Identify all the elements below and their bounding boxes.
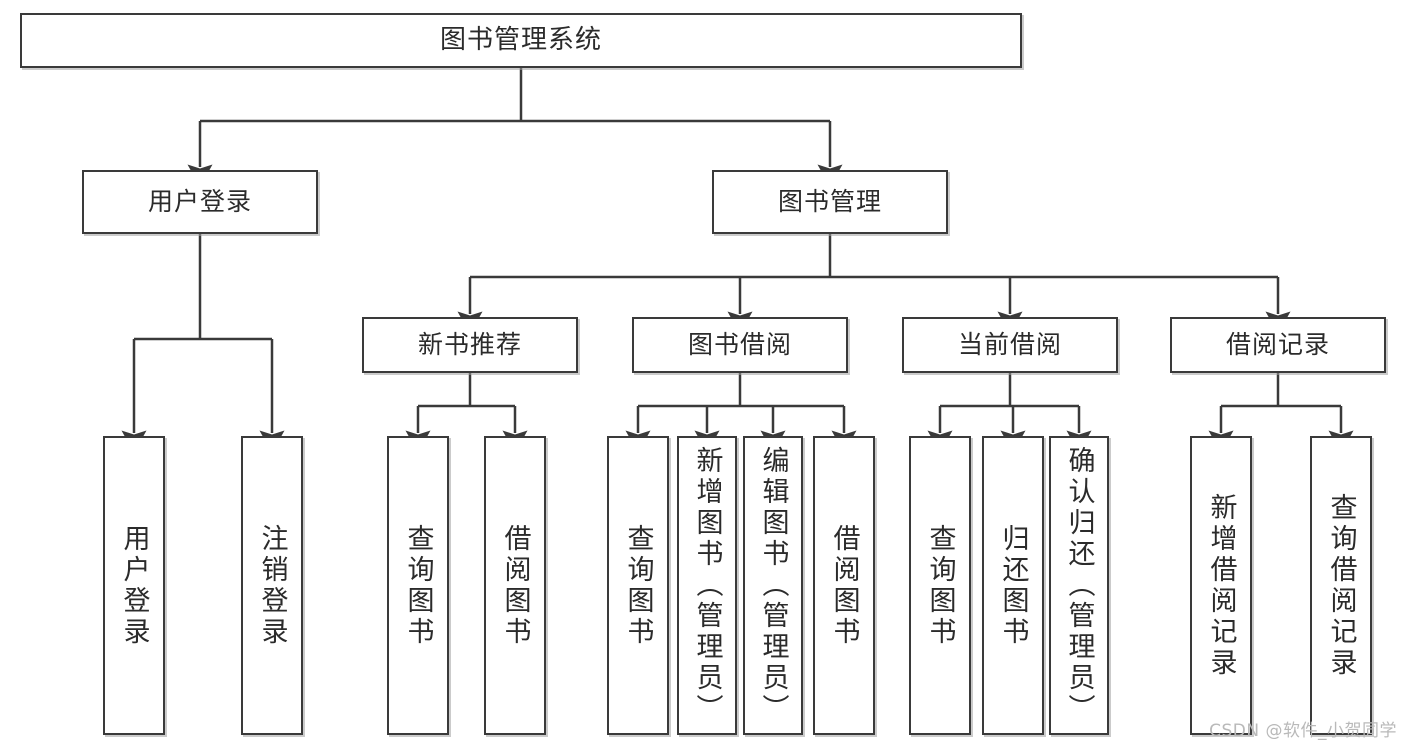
watermark: CSDN @软件_小贺同学 [1209, 721, 1397, 741]
node-leaf-nb-query[interactable]: 查询图书 [387, 436, 449, 735]
node-label: 编辑图书（管理员） [757, 446, 789, 725]
node-leaf-user-logout[interactable]: 注销登录 [241, 436, 303, 735]
node-label: 注销登录 [256, 523, 288, 648]
node-label: 图书管理系统 [439, 24, 602, 55]
node-label: 图书借阅 [687, 329, 792, 359]
node-records[interactable]: 借阅记录 [1170, 317, 1386, 373]
node-label: 新增图书（管理员） [691, 446, 723, 725]
node-current[interactable]: 当前借阅 [902, 317, 1118, 373]
node-label: 借阅图书 [828, 523, 860, 648]
node-newbook[interactable]: 新书推荐 [362, 317, 578, 373]
node-label: 借阅图书 [499, 523, 531, 648]
node-leaf-nb-borrow[interactable]: 借阅图书 [484, 436, 546, 735]
node-label: 查询图书 [622, 523, 654, 648]
node-label: 新增借阅记录 [1205, 492, 1237, 679]
node-label: 查询借阅记录 [1325, 492, 1357, 679]
node-label: 确认归还（管理员） [1063, 446, 1095, 725]
node-root[interactable]: 图书管理系统 [20, 13, 1022, 68]
node-label: 归还图书 [997, 523, 1029, 648]
node-leaf-bw-query[interactable]: 查询图书 [607, 436, 669, 735]
node-label: 当前借阅 [957, 329, 1062, 359]
node-leaf-bw-borrow[interactable]: 借阅图书 [813, 436, 875, 735]
node-leaf-rec-add[interactable]: 新增借阅记录 [1190, 436, 1252, 735]
node-label: 图书管理 [777, 186, 882, 216]
node-login[interactable]: 用户登录 [82, 170, 318, 234]
node-label: 查询图书 [924, 523, 956, 648]
node-label: 借阅记录 [1225, 329, 1330, 359]
node-label: 查询图书 [402, 523, 434, 648]
node-label: 用户登录 [147, 186, 252, 216]
node-borrow[interactable]: 图书借阅 [632, 317, 848, 373]
node-label: 新书推荐 [417, 329, 522, 359]
node-bookmgmt[interactable]: 图书管理 [712, 170, 948, 234]
node-leaf-rec-query[interactable]: 查询借阅记录 [1310, 436, 1372, 735]
node-leaf-cur-confirm[interactable]: 确认归还（管理员） [1049, 436, 1109, 735]
node-leaf-bw-add[interactable]: 新增图书（管理员） [677, 436, 737, 735]
node-leaf-bw-edit[interactable]: 编辑图书（管理员） [743, 436, 803, 735]
node-leaf-cur-return[interactable]: 归还图书 [982, 436, 1044, 735]
node-label: 用户登录 [118, 523, 150, 648]
node-leaf-cur-query[interactable]: 查询图书 [909, 436, 971, 735]
node-leaf-user-login[interactable]: 用户登录 [103, 436, 165, 735]
